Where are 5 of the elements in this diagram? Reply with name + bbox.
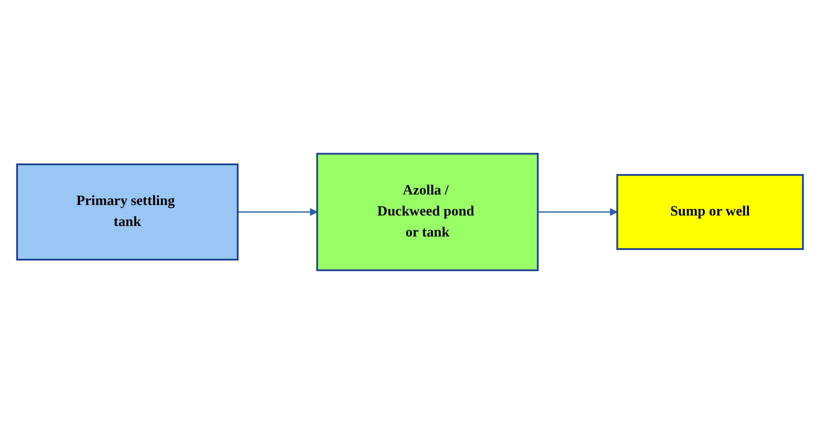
node-box: Primary settling tank <box>16 162 238 260</box>
node-box: Azolla / Duckweed pond or tank <box>316 152 538 271</box>
arrow <box>237 208 317 216</box>
arrow <box>537 208 618 216</box>
node-box: Sump or well <box>616 174 804 250</box>
